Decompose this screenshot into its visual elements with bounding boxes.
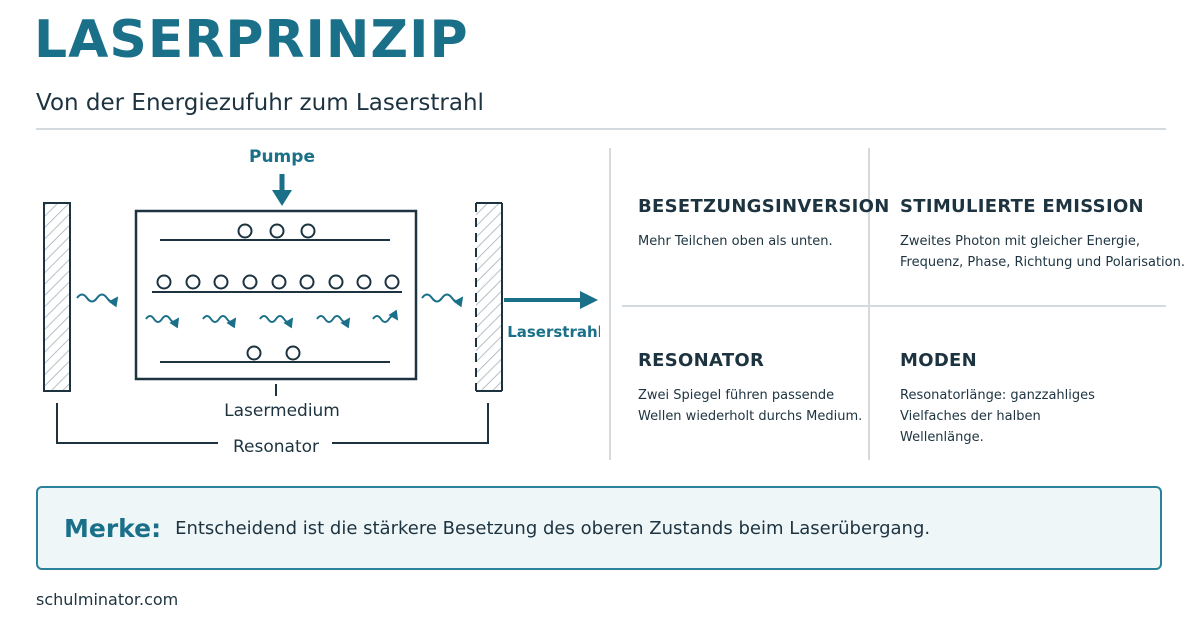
grid-divider-center	[868, 148, 870, 460]
card-title: STIMULIERTE EMISSION	[900, 196, 1144, 217]
card-title: BESETZUNGSINVERSION	[638, 196, 890, 217]
laser-beam-arrow-icon	[504, 291, 598, 309]
merke-box: Merke: Entscheidend ist die stärkere Bes…	[36, 486, 1162, 570]
card-moden: MODEN Resonatorlänge: ganzzahliges Vielf…	[900, 350, 1125, 448]
merke-text: Entscheidend ist die stärkere Besetzung …	[175, 517, 931, 539]
footer-source: schulminator.com	[36, 590, 179, 609]
particles-upper	[237, 223, 316, 239]
particles-middle	[156, 274, 400, 290]
right-mirror	[475, 202, 503, 392]
header-divider	[36, 128, 1166, 130]
page-title: LASERPRINZIP	[34, 10, 469, 70]
merke-label: Merke:	[64, 513, 162, 543]
laser-diagram: Pumpe	[43, 147, 600, 457]
photon-wave-left	[76, 293, 119, 308]
card-text: Mehr Teilchen oben als unten.	[638, 234, 833, 249]
card-title: RESONATOR	[638, 350, 765, 371]
pump-label: Pumpe	[249, 147, 315, 167]
laser-beam-label: Laserstrahl	[507, 323, 600, 341]
card-stimulierte-emission: STIMULIERTE EMISSION Zweites Photon mit …	[900, 196, 1190, 273]
card-title: MODEN	[900, 350, 978, 371]
resonator-label: Resonator	[233, 437, 319, 457]
photon-wave-right	[421, 293, 464, 308]
card-text: Zwei Spiegel führen passende Wellen wied…	[638, 388, 863, 424]
grid-divider-left	[609, 148, 611, 460]
card-resonator: RESONATOR Zwei Spiegel führen passende W…	[638, 350, 863, 427]
card-besetzungsinversion: BESETZUNGSINVERSION Mehr Teilchen oben a…	[638, 196, 890, 252]
card-text: Zweites Photon mit gleicher Energie, Fre…	[900, 234, 1185, 270]
pump-arrow-icon	[272, 174, 292, 206]
left-mirror	[43, 202, 71, 392]
particles-lower	[246, 345, 301, 361]
photon-waves-inside	[145, 309, 399, 329]
card-text: Resonatorlänge: ganzzahliges Vielfaches …	[900, 388, 1095, 445]
page-subtitle: Von der Energiezufuhr zum Laserstrahl	[36, 90, 484, 116]
grid-divider-horizontal	[622, 305, 1166, 307]
laser-medium-label: Lasermedium	[224, 401, 340, 421]
resonator-bracket	[56, 403, 489, 444]
